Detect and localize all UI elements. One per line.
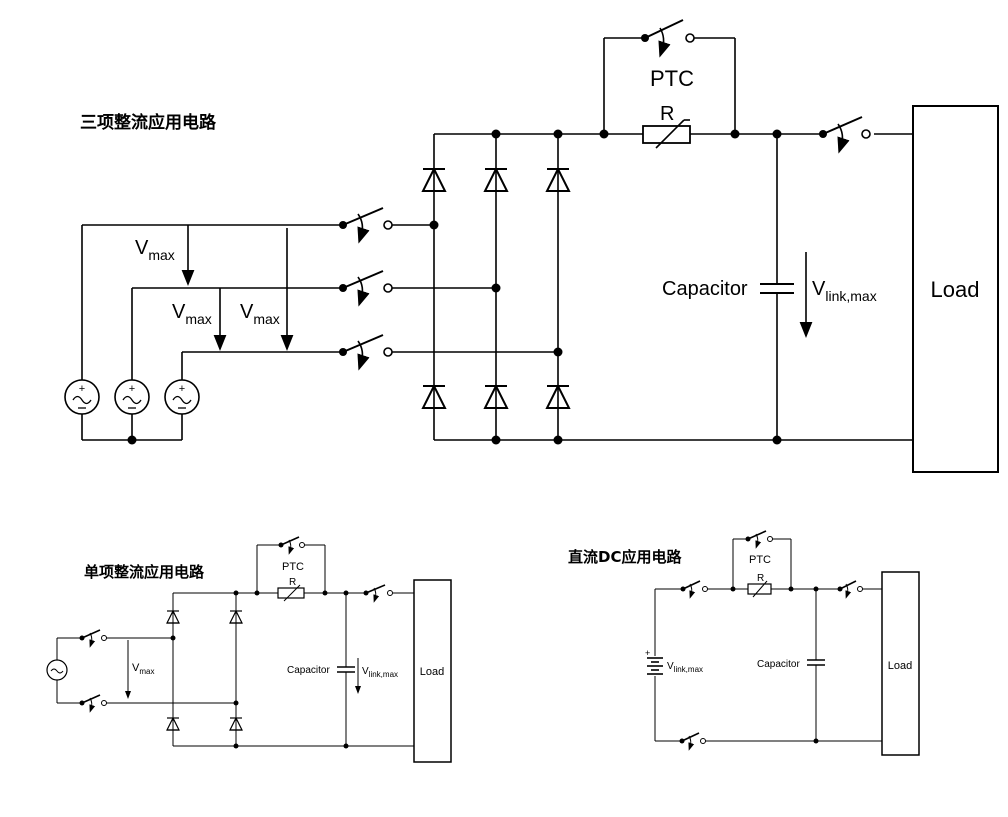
- vlink-label: Vlink,max: [667, 661, 703, 674]
- vmax-label: Vmax: [132, 662, 154, 676]
- output-switch: [819, 116, 871, 154]
- load-box: [413, 579, 452, 763]
- return-switch: [679, 732, 706, 751]
- ac-source-icon: [164, 379, 200, 415]
- ptc-label: PTC: [650, 66, 694, 91]
- load-label: Load: [420, 666, 444, 678]
- vlink-label: Vlink,max: [812, 278, 877, 304]
- ptc-resistor: [642, 119, 691, 149]
- output-switch: [363, 584, 393, 603]
- vmax-label: Vmax: [135, 237, 175, 263]
- capacitor-label: Capacitor: [287, 665, 330, 676]
- capacitor-label: Capacitor: [757, 659, 800, 670]
- phase-switch: [339, 207, 393, 244]
- vlink-label: Vlink,max: [362, 666, 398, 679]
- output-switch: [837, 580, 863, 599]
- line-switch: [79, 694, 107, 713]
- three-phase-title: 三项整流应用电路: [80, 112, 217, 133]
- load-box: [912, 105, 999, 473]
- dc-title: 直流DC应用电路: [568, 548, 682, 566]
- ptc-label: PTC: [749, 554, 771, 566]
- ptc-bypass-switch: [745, 530, 773, 549]
- three-phase-circuit: 三项整流应用电路 PTC R: [64, 19, 999, 473]
- ptc-resistor: [277, 587, 305, 599]
- battery-icon: +: [645, 648, 663, 675]
- line-switch: [79, 629, 107, 648]
- vmax-label: Vmax: [240, 301, 280, 327]
- load-label: Load: [888, 660, 912, 672]
- dc-circuit: 直流DC应用电路 PTC R Load: [568, 530, 920, 756]
- phase-switch: [339, 270, 393, 307]
- single-phase-circuit: 单项整流应用电路 PTC R Load: [46, 536, 452, 763]
- svg-text:+: +: [645, 648, 650, 658]
- resistor-label: R: [757, 573, 764, 584]
- capacitor-label: Capacitor: [662, 278, 748, 300]
- resistor-label: R: [660, 103, 674, 125]
- ac-source-icon: [114, 379, 150, 415]
- ac-source-icon: [64, 379, 100, 415]
- single-phase-title: 单项整流应用电路: [84, 563, 205, 581]
- load-label: Load: [931, 277, 980, 302]
- ac-source-icon: [46, 659, 68, 681]
- input-switch: [680, 580, 708, 599]
- vmax-label: Vmax: [172, 301, 212, 327]
- ptc-bypass-switch: [641, 19, 695, 58]
- load-box: [881, 571, 920, 756]
- ptc-label: PTC: [282, 561, 304, 573]
- ptc-bypass-switch: [278, 536, 305, 555]
- resistor-label: R: [289, 577, 296, 588]
- phase-switch: [339, 334, 393, 371]
